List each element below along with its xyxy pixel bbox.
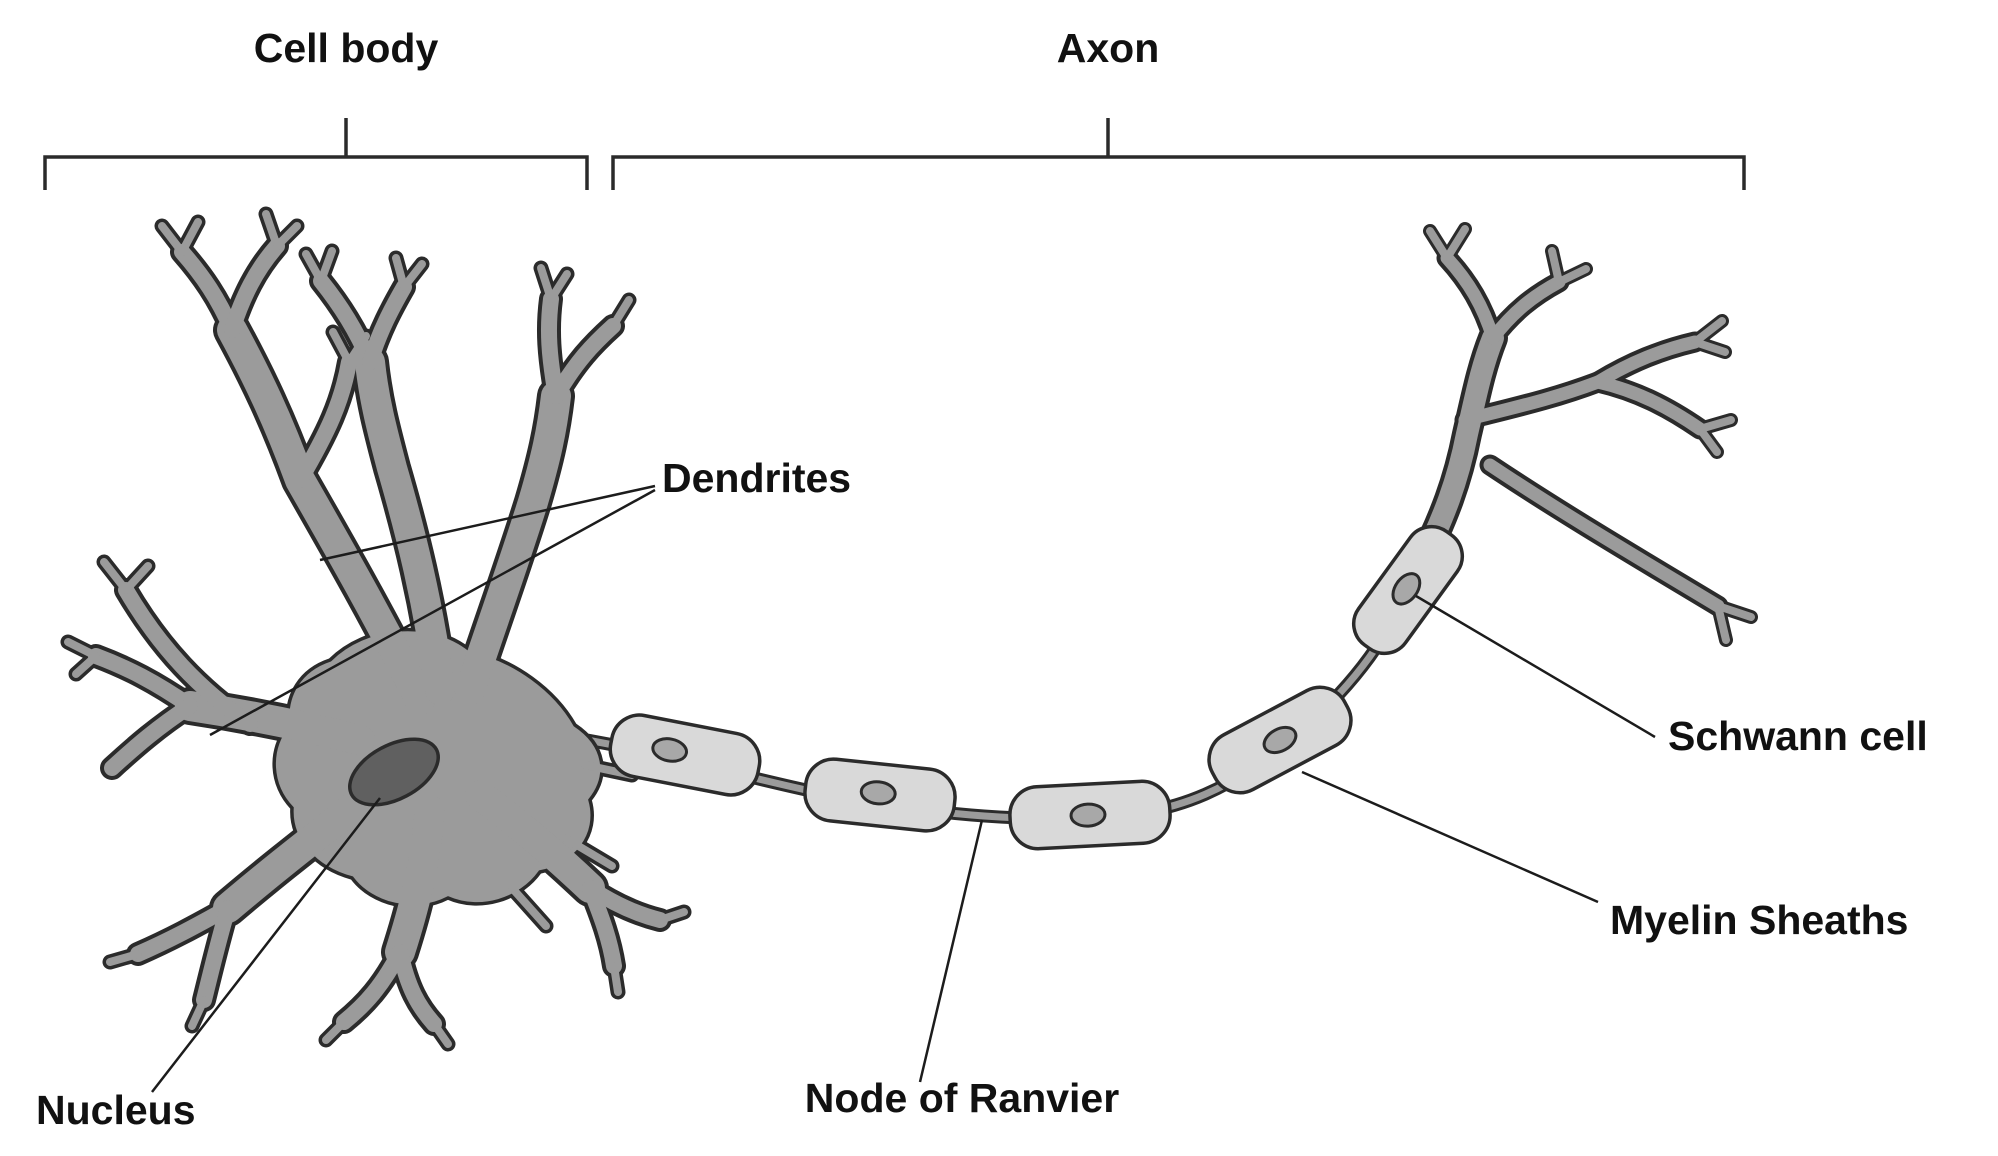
cell-body-and-dendrites — [68, 214, 684, 1044]
node-of-ranvier-leader-line — [918, 819, 984, 1083]
dendrites-label: Dendrites — [662, 455, 851, 501]
region-brackets — [43, 118, 1746, 190]
cell-body-label: Cell body — [254, 25, 439, 71]
leader-lines — [151, 484, 1656, 1093]
nucleus-shape — [348, 737, 440, 807]
myelin-segment — [1351, 524, 1465, 656]
dendrites-leader-line — [319, 484, 656, 562]
nucleus-leader-line — [151, 797, 381, 1093]
cell-body-bracket — [43, 118, 589, 190]
schwann-nucleus-dot — [859, 780, 897, 806]
axon-label: Axon — [1057, 25, 1160, 71]
schwann-nucleus-dot — [1391, 572, 1422, 606]
labels: Cell body Axon Dendrites Nucleus Schwann… — [36, 25, 1928, 1133]
nucleus-label: Nucleus — [36, 1087, 196, 1133]
schwann-cell-leader-line — [1415, 594, 1656, 739]
myelin-segment — [803, 757, 957, 833]
axon-terminal-branches — [1447, 258, 1718, 606]
node-of-ranvier-label: Node of Ranvier — [805, 1075, 1119, 1121]
myelin-sheaths-leader-line — [1301, 770, 1599, 904]
schwann-nucleus-dot — [1069, 802, 1107, 828]
schwann-nucleus-dot — [651, 737, 688, 763]
myelin-sheath-segments — [608, 524, 1465, 851]
axon-bracket — [611, 118, 1746, 190]
myelin-segment — [1207, 685, 1353, 795]
myelin-segment — [608, 713, 762, 797]
schwann-nucleus-dot — [1262, 725, 1298, 755]
schwann-cell-label: Schwann cell — [1668, 713, 1928, 759]
dendrites-leader-line-2 — [209, 488, 656, 737]
myelin-sheaths-label: Myelin Sheaths — [1610, 897, 1908, 943]
myelin-segment — [1008, 779, 1172, 851]
